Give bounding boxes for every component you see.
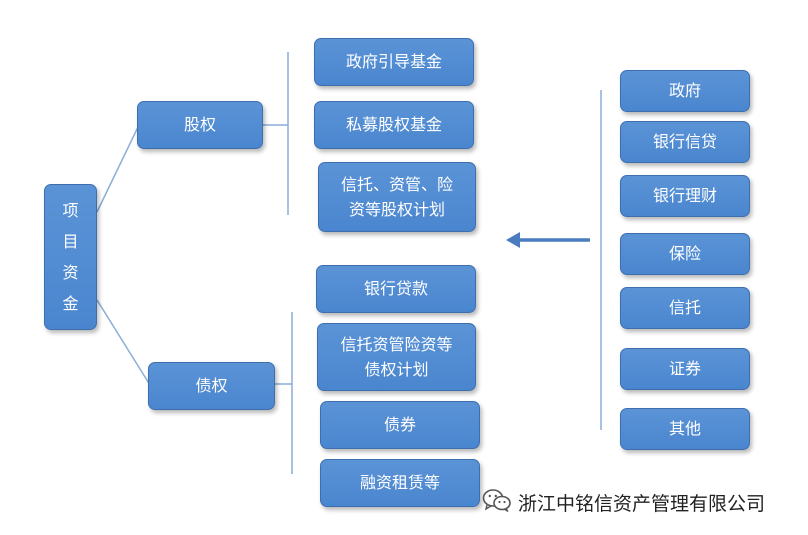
connector-root-debt xyxy=(96,299,151,386)
debt-item-financial-leasing: 融资租赁等 xyxy=(320,459,480,507)
source-other: 其他 xyxy=(620,408,750,450)
watermark: 浙江中铭信资产管理有限公司 xyxy=(482,486,765,518)
source-bank-credit: 银行信贷 xyxy=(620,121,750,163)
branch-debt: 债权 xyxy=(148,362,275,410)
source-insurance: 保险 xyxy=(620,233,750,275)
source-securities: 证券 xyxy=(620,348,750,390)
branch-equity: 股权 xyxy=(137,101,263,149)
arrow-head xyxy=(506,232,520,248)
root-project-funds: 项 目 资 金 xyxy=(44,184,97,330)
equity-item-trust-plans: 信托、资管、险 资等股权计划 xyxy=(318,162,476,232)
watermark-company-name: 浙江中铭信资产管理有限公司 xyxy=(518,492,766,515)
debt-item-bonds: 债券 xyxy=(320,401,480,449)
debt-item-trust-debt-plans: 信托资管险资等 债权计划 xyxy=(317,323,476,391)
source-government: 政府 xyxy=(620,70,750,112)
wechat-icon xyxy=(482,487,512,517)
source-trust: 信托 xyxy=(620,287,750,329)
connector-root-equity xyxy=(96,126,139,213)
debt-item-bank-loan: 银行贷款 xyxy=(316,265,476,313)
equity-item-private-equity-fund: 私募股权基金 xyxy=(314,101,474,149)
equity-item-gov-guide-fund: 政府引导基金 xyxy=(314,38,474,86)
source-bank-wealth: 银行理财 xyxy=(620,175,750,217)
